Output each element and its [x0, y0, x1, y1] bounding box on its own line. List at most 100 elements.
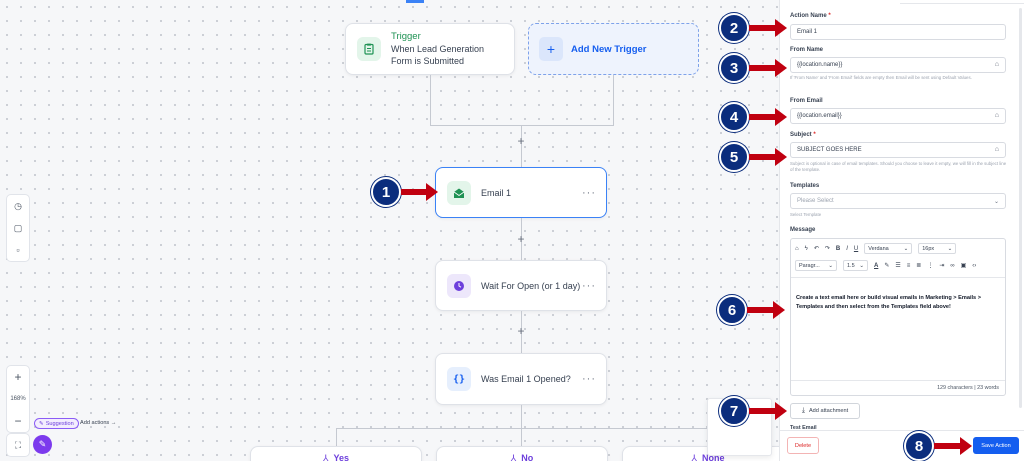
from-email-input[interactable]: {{location.email}}⌂ — [790, 108, 1006, 124]
zoom-out-button[interactable]: − — [14, 414, 22, 428]
highlight-icon[interactable]: ✎ — [884, 263, 890, 269]
expand-icon: ⛶ — [14, 439, 22, 450]
underline-icon[interactable]: U — [853, 245, 859, 252]
chevron-down-icon: ⌄ — [947, 245, 953, 252]
upload-icon: ⤓ — [801, 407, 805, 414]
zoom-in-button[interactable]: + — [14, 370, 22, 384]
scrollbar[interactable] — [1019, 8, 1022, 408]
suggestion-label: Suggestion — [45, 420, 74, 427]
more-options-icon[interactable]: ··· — [582, 279, 596, 292]
paragraph-select[interactable]: Paragr...⌄ — [795, 260, 837, 271]
redo-icon[interactable]: ↷ — [824, 246, 830, 252]
italic-icon[interactable]: I — [846, 245, 848, 252]
connector-line — [521, 218, 522, 260]
test-email-label: Test Email — [790, 425, 817, 430]
top-tab-indicator — [406, 0, 424, 3]
branch-yes[interactable]: ⅄ Yes — [250, 446, 422, 461]
add-actions-link[interactable]: Add actions → — [80, 420, 117, 426]
connector-line — [336, 428, 708, 429]
suggestion-badge[interactable]: ✎ Suggestion — [34, 418, 79, 429]
annotation-badge-2: 2 — [719, 13, 749, 43]
connector-line — [430, 75, 431, 125]
chevron-down-icon: ⌄ — [828, 262, 833, 269]
delete-button[interactable]: Delete — [787, 437, 819, 454]
email-1-node[interactable]: Email 1 ··· — [435, 167, 607, 218]
branch-icon: ⅄ — [691, 453, 698, 461]
bold-icon[interactable]: B — [835, 245, 841, 252]
ai-assistant-button[interactable]: ✎ — [33, 435, 52, 454]
tag-icon[interactable]: ⌂ — [795, 245, 799, 252]
code-icon[interactable]: ‹› — [972, 262, 977, 269]
indent-icon[interactable]: ⇥ — [939, 263, 945, 269]
note-icon[interactable]: ▫ — [16, 245, 20, 255]
subject-input[interactable]: SUBJECT GOES HERE⌂ — [790, 142, 1006, 158]
font-size-select[interactable]: 16px⌄ — [918, 243, 957, 254]
connector-line — [521, 311, 522, 353]
text-color-icon[interactable]: A — [874, 262, 879, 269]
from-email-label: From Email — [790, 98, 823, 104]
workflow-canvas[interactable]: Trigger When Lead Generation Form is Sub… — [0, 0, 779, 461]
annotation-badge-4: 4 — [719, 102, 749, 132]
history-icon[interactable]: ◷ — [14, 200, 22, 211]
undo-icon[interactable]: ↶ — [813, 246, 819, 252]
numbered-list-icon[interactable]: ≡ — [906, 262, 911, 269]
connector-line — [521, 428, 522, 448]
align-icon[interactable]: ≣ — [916, 263, 922, 269]
from-name-input[interactable]: {{location.name}}⌂ — [790, 57, 1006, 73]
add-step-icon[interactable]: + — [517, 324, 525, 338]
add-step-icon[interactable]: + — [517, 134, 525, 148]
connector-line — [430, 125, 614, 126]
annotation-arrow — [749, 402, 787, 420]
wait-node[interactable]: Wait For Open (or 1 day) ··· — [435, 260, 607, 311]
action-settings-panel: Action Name * Email 1 From Name {{locati… — [779, 0, 1024, 461]
add-new-trigger-label: Add New Trigger — [571, 43, 647, 55]
bullet-list-icon[interactable]: ☰ — [895, 263, 901, 269]
editor-toolbar-row-2: Paragr...⌄ 1.5⌄ A ✎ ☰ ≡ ≣ ⋮ ⇥ ∞ ▣ ‹› — [795, 260, 976, 271]
form-icon — [357, 37, 381, 61]
condition-node[interactable]: {} Was Email 1 Opened? ··· — [435, 353, 607, 405]
line-height-select[interactable]: 1.5⌄ — [843, 260, 868, 271]
connector-line — [521, 125, 522, 167]
more-options-icon[interactable]: ··· — [582, 373, 596, 385]
lightning-icon[interactable]: ϟ — [804, 245, 808, 252]
condition-label: Was Email 1 Opened? — [481, 374, 571, 384]
branch-icon: ⅄ — [510, 453, 517, 461]
link-icon[interactable]: ∞ — [950, 262, 955, 269]
action-name-input[interactable]: Email 1 — [790, 24, 1006, 40]
more-icon[interactable]: ⋮ — [927, 263, 934, 269]
comment-icon[interactable]: ▢ — [13, 222, 23, 233]
annotation-arrow — [749, 19, 787, 37]
zoom-level: 168% — [10, 396, 26, 402]
chevron-down-icon: ⌄ — [859, 262, 864, 269]
panel-top-border — [900, 0, 1024, 4]
more-options-icon[interactable]: ··· — [582, 186, 596, 199]
trigger-node[interactable]: Trigger When Lead Generation Form is Sub… — [345, 23, 515, 75]
templates-select[interactable]: Please Select⌄ — [790, 193, 1006, 209]
annotation-badge-3: 3 — [719, 53, 749, 83]
custom-value-tag-icon[interactable]: ⌂ — [994, 61, 999, 68]
subject-label: Subject * — [790, 132, 816, 138]
add-new-trigger-button[interactable]: + Add New Trigger — [528, 23, 699, 75]
branch-yes-label: Yes — [333, 453, 350, 461]
subject-help: Subject is optional in case of email tem… — [790, 161, 1007, 172]
add-attachment-button[interactable]: ⤓ Add attachment — [790, 403, 860, 419]
custom-value-tag-icon[interactable]: ⌂ — [994, 112, 999, 119]
character-counter: 129 characters | 23 words — [937, 385, 999, 391]
custom-value-tag-icon[interactable]: ⌂ — [994, 146, 999, 153]
annotation-badge-5: 5 — [719, 142, 749, 172]
font-family-select[interactable]: Verdana⌄ — [864, 243, 913, 254]
add-step-icon[interactable]: + — [517, 232, 525, 246]
branch-no[interactable]: ⅄ No — [436, 446, 608, 461]
message-editor[interactable]: ⌂ ϟ ↶ ↷ B I U Verdana⌄ 16px⌄ Paragr...⌄ … — [790, 238, 1006, 396]
message-label: Message — [790, 227, 816, 233]
fit-view-button[interactable]: ⛶ — [6, 433, 30, 457]
annotation-badge-6: 6 — [717, 295, 747, 325]
message-body[interactable]: Create a text email here or build visual… — [796, 295, 981, 310]
annotation-badge-1: 1 — [371, 177, 401, 207]
templates-help: Select Template — [790, 212, 822, 217]
connector-line — [613, 75, 614, 125]
editor-toolbar-row-1: ⌂ ϟ ↶ ↷ B I U Verdana⌄ 16px⌄ — [795, 243, 957, 254]
save-action-button[interactable]: Save Action — [973, 437, 1019, 454]
image-icon[interactable]: ▣ — [960, 263, 967, 269]
chevron-down-icon: ⌄ — [993, 199, 999, 205]
